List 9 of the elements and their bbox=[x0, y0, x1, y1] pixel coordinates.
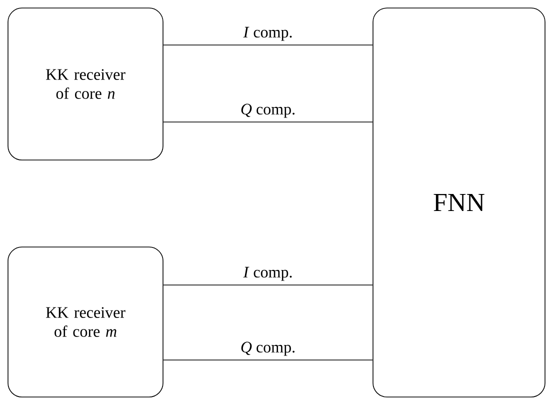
edge-label: Q comp. bbox=[241, 104, 294, 118]
process-box: KK receiver of core n bbox=[8, 8, 164, 160]
edge-label: Q comp. bbox=[241, 342, 294, 356]
edge-label: I comp. bbox=[243, 26, 292, 41]
edge-label: I comp. bbox=[243, 266, 292, 281]
connector-line bbox=[163, 284, 373, 286]
network-box: FNN bbox=[372, 8, 546, 398]
connector-line bbox=[163, 44, 373, 46]
process-box: KK receiver of core m bbox=[8, 246, 164, 398]
